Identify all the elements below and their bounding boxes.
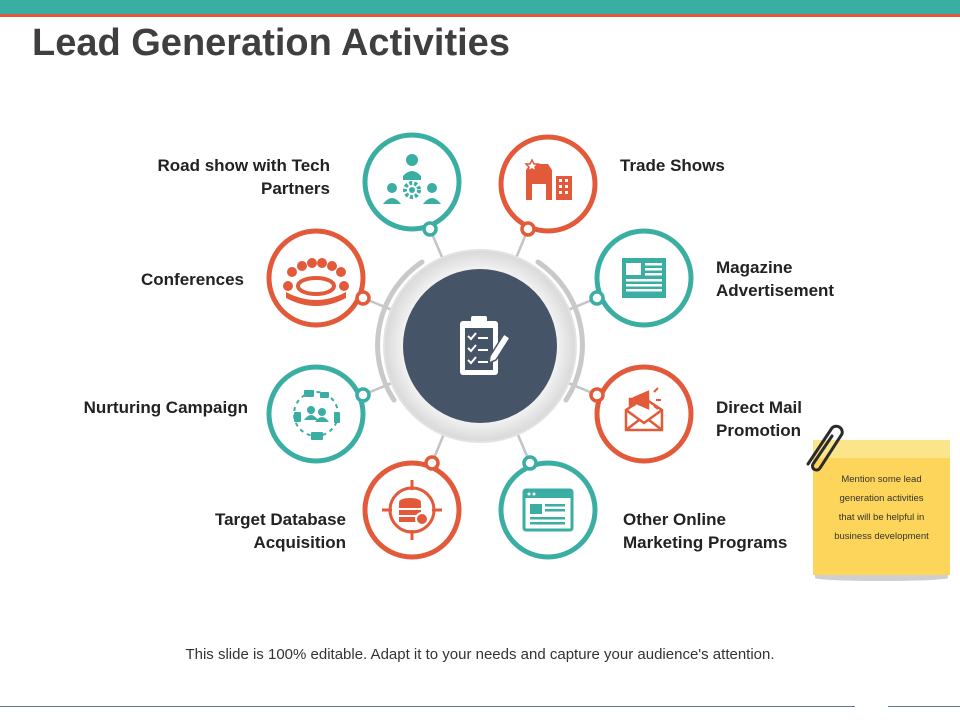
connector-dot-trade-shows	[520, 221, 536, 237]
top-accent-band	[0, 0, 960, 14]
activity-circle-nurturing	[266, 364, 366, 464]
activity-node-direct-mail	[589, 364, 694, 464]
top-accent-line	[0, 14, 960, 17]
exhibition-building-icon	[524, 158, 572, 200]
center-hub	[375, 249, 585, 443]
clipboard-checklist-icon	[460, 316, 512, 375]
label-conferences: Conferences	[141, 270, 244, 289]
browser-window-icon	[522, 488, 574, 532]
slide-title: Lead Generation Activities	[32, 22, 510, 64]
connector-dot-online	[522, 455, 538, 471]
sticky-note: Mention some lead generation activities …	[813, 440, 950, 581]
database-target-icon	[382, 480, 442, 540]
footer-note: This slide is 100% editable. Adapt it to…	[185, 646, 775, 663]
note-top-band	[813, 440, 950, 458]
paper-clip-icon	[806, 424, 844, 472]
team-settings-icon	[383, 154, 441, 204]
bottom-rule-left	[0, 706, 855, 707]
activity-circle-direct-mail	[594, 364, 694, 464]
note-text: Mention some lead generation activities …	[834, 474, 929, 542]
activity-node-online	[498, 455, 598, 560]
conference-table-icon	[283, 258, 349, 306]
connector-dot-conferences	[355, 290, 371, 306]
connector-dot-road-show	[422, 221, 438, 237]
connector-dot-magazine	[589, 290, 605, 306]
connector-dot-target-db	[424, 455, 440, 471]
note-body	[813, 458, 950, 575]
note-shadow	[815, 575, 948, 581]
label-nurturing: Nurturing Campaign	[83, 398, 248, 417]
connector-dot-direct-mail	[589, 387, 605, 403]
label-trade-shows: Trade Shows	[620, 156, 725, 175]
newspaper-icon	[622, 258, 666, 298]
activity-node-nurturing	[266, 364, 371, 464]
connector-dot-nurturing	[355, 387, 371, 403]
envelope-megaphone-icon	[624, 387, 664, 432]
bottom-rule-right	[888, 706, 960, 707]
communication-cycle-icon	[293, 390, 340, 440]
